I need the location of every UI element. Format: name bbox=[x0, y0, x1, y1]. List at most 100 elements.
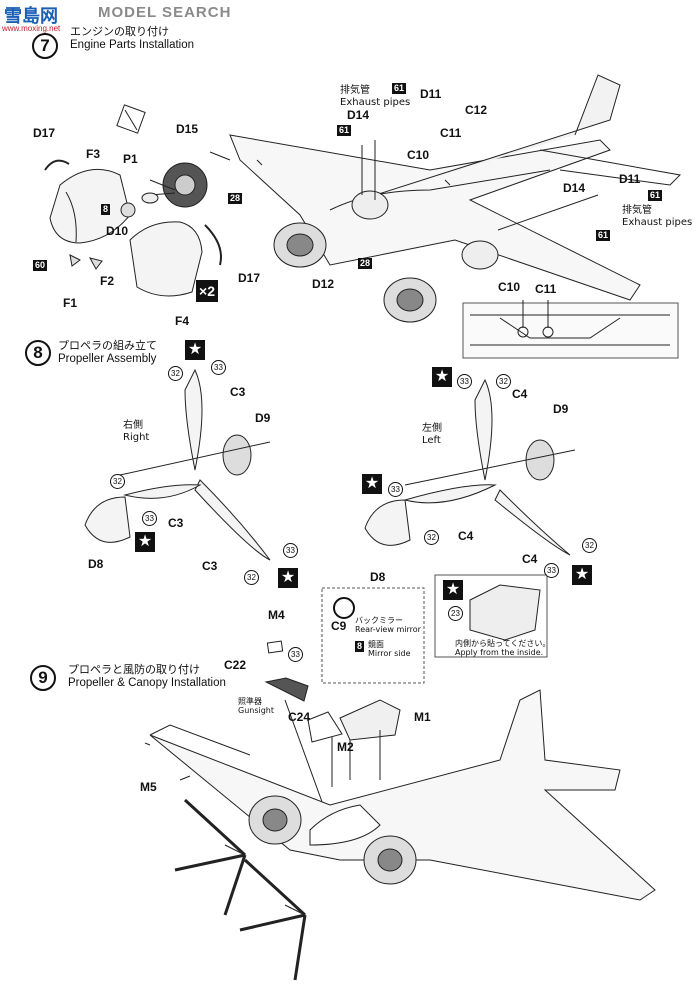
mirror-side-note: 鏡面 Mirror side bbox=[368, 640, 411, 658]
decal-number-badge: 61 bbox=[648, 190, 663, 201]
watermark-search: MODEL SEARCH bbox=[98, 4, 232, 21]
rear-view-mirror-note: バックミラー Rear-view mirror bbox=[355, 616, 421, 634]
step-9-title: プロペラと風防の取り付け Propeller & Canopy Installa… bbox=[68, 664, 226, 691]
step-7-number: 7 bbox=[32, 33, 58, 59]
color-callout: 33 bbox=[457, 374, 472, 389]
step-7-title-en: Engine Parts Installation bbox=[70, 39, 195, 52]
mirror-side-en: Mirror side bbox=[368, 649, 411, 659]
part-label: P1 bbox=[123, 152, 138, 166]
star-marker-icon: ★ bbox=[135, 532, 155, 552]
part-label: C11 bbox=[535, 282, 557, 296]
part-label: D9 bbox=[553, 402, 569, 416]
gunsight-en: Gunsight bbox=[238, 706, 275, 716]
decal-number-badge: 61 bbox=[337, 125, 352, 136]
part-label: C4 bbox=[522, 552, 538, 566]
part-label: C9 bbox=[331, 619, 347, 633]
decal-number-badge: 8 bbox=[355, 641, 365, 652]
color-callout: 32 bbox=[110, 474, 125, 489]
part-label: C22 bbox=[224, 658, 247, 672]
part-label: D8 bbox=[88, 557, 104, 571]
part-label: M4 bbox=[268, 608, 285, 622]
part-label: C24 bbox=[288, 710, 311, 724]
gunsight-note: 照準器 Gunsight bbox=[238, 697, 274, 715]
side-left-en: Left bbox=[422, 434, 441, 446]
star-marker-icon: ★ bbox=[185, 340, 205, 360]
part-label: D10 bbox=[106, 224, 129, 238]
exhaust-pipes-en: Exhaust pipes bbox=[340, 96, 411, 108]
part-label: C10 bbox=[498, 280, 521, 294]
color-callout: 32 bbox=[424, 530, 439, 545]
star-marker-icon: ★ bbox=[432, 367, 452, 387]
color-callout: 33 bbox=[142, 511, 157, 526]
engine-cowling-parts bbox=[44, 104, 222, 297]
part-label: C4 bbox=[458, 529, 474, 543]
exhaust-pipes-note: 排気管 Exhaust pipes bbox=[340, 85, 410, 108]
exhaust-pipes-en: Exhaust pipes bbox=[622, 216, 693, 228]
option-marker-icon bbox=[333, 597, 355, 619]
decal-number-badge: 28 bbox=[228, 193, 243, 204]
part-label: F3 bbox=[86, 147, 101, 161]
apply-inside-note: 内側から貼ってください。 Apply from the inside. bbox=[455, 639, 550, 657]
star-marker-icon: ★ bbox=[443, 580, 463, 600]
part-label: D17 bbox=[33, 126, 56, 140]
color-callout: 33 bbox=[288, 647, 303, 662]
step-9-title-en: Propeller & Canopy Installation bbox=[68, 677, 226, 690]
part-label: C3 bbox=[230, 385, 246, 399]
part-label: C11 bbox=[440, 126, 462, 140]
color-callout: 33 bbox=[388, 482, 403, 497]
color-callout: 33 bbox=[283, 543, 298, 558]
watermark-url: www.moxing.net bbox=[2, 24, 61, 33]
aircraft-final-view bbox=[144, 689, 656, 981]
decal-number-badge: 61 bbox=[392, 83, 407, 94]
part-label: D12 bbox=[312, 277, 335, 291]
step-8-number: 8 bbox=[25, 340, 51, 366]
color-callout: 32 bbox=[244, 570, 259, 585]
part-label: C4 bbox=[512, 387, 528, 401]
step-7-title-jp: エンジンの取り付け bbox=[70, 26, 169, 38]
part-label: F2 bbox=[100, 274, 115, 288]
star-marker-icon: ★ bbox=[278, 568, 298, 588]
step-8-title-en: Propeller Assembly bbox=[58, 353, 157, 366]
star-marker-icon: ★ bbox=[572, 565, 592, 585]
part-label: D15 bbox=[176, 122, 199, 136]
cockpit-floor-inset bbox=[462, 300, 679, 359]
part-label: D17 bbox=[238, 271, 261, 285]
star-marker-icon: ★ bbox=[362, 474, 382, 494]
color-callout: 23 bbox=[448, 606, 463, 621]
step-8-title-jp: プロペラの組み立て bbox=[58, 340, 157, 352]
side-right-en: Right bbox=[123, 431, 150, 443]
step-9-title-jp: プロペラと風防の取り付け bbox=[68, 664, 200, 676]
aircraft-top-view bbox=[209, 74, 682, 323]
apply-inside-en: Apply from the inside. bbox=[455, 648, 544, 658]
color-callout: 32 bbox=[496, 374, 511, 389]
part-label: M5 bbox=[140, 780, 157, 794]
rear-view-mirror-jp: バックミラー bbox=[355, 616, 403, 625]
apply-inside-jp: 内側から貼ってください。 bbox=[455, 639, 551, 648]
part-label: D11 bbox=[420, 87, 442, 101]
part-label: M2 bbox=[337, 740, 354, 754]
part-label: M1 bbox=[414, 710, 431, 724]
exhaust-pipes-jp: 排気管 bbox=[340, 85, 370, 96]
gunsight-jp: 照準器 bbox=[238, 697, 262, 706]
part-label: D9 bbox=[255, 411, 271, 425]
rear-view-mirror-en: Rear-view mirror bbox=[355, 625, 421, 635]
watermark-logo: 雪島网 bbox=[4, 6, 58, 26]
decal-number-badge: 61 bbox=[596, 230, 611, 241]
part-label: C12 bbox=[465, 103, 488, 117]
color-callout: 32 bbox=[582, 538, 597, 553]
part-label: D11 bbox=[619, 172, 641, 186]
decal-number-badge: 8 bbox=[101, 204, 111, 215]
exhaust-pipes-jp: 排気管 bbox=[622, 205, 652, 216]
part-label: C10 bbox=[407, 148, 430, 162]
decal-number-badge: 60 bbox=[33, 260, 48, 271]
decal-number-badge: 28 bbox=[358, 258, 373, 269]
side-note-left: 左側 Left bbox=[422, 423, 442, 446]
quantity-x2-badge: ×2 bbox=[196, 280, 218, 302]
part-label: C3 bbox=[202, 559, 218, 573]
part-label: D14 bbox=[347, 108, 370, 122]
part-label: C3 bbox=[168, 516, 184, 530]
side-note-right: 右側 Right bbox=[123, 420, 149, 443]
part-label: D14 bbox=[563, 181, 586, 195]
side-right-jp: 右側 bbox=[123, 420, 143, 431]
